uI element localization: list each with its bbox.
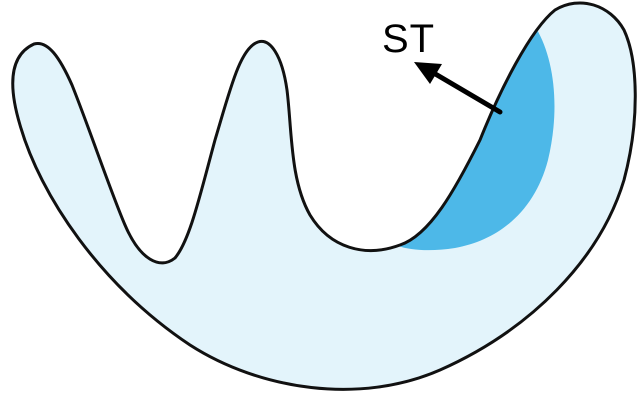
arrow-line xyxy=(429,69,503,115)
highlight-region xyxy=(398,28,555,251)
arrow-head-icon xyxy=(414,62,442,84)
body-outline xyxy=(11,1,637,391)
body-shape xyxy=(12,2,636,390)
st-label: ST xyxy=(382,17,435,61)
